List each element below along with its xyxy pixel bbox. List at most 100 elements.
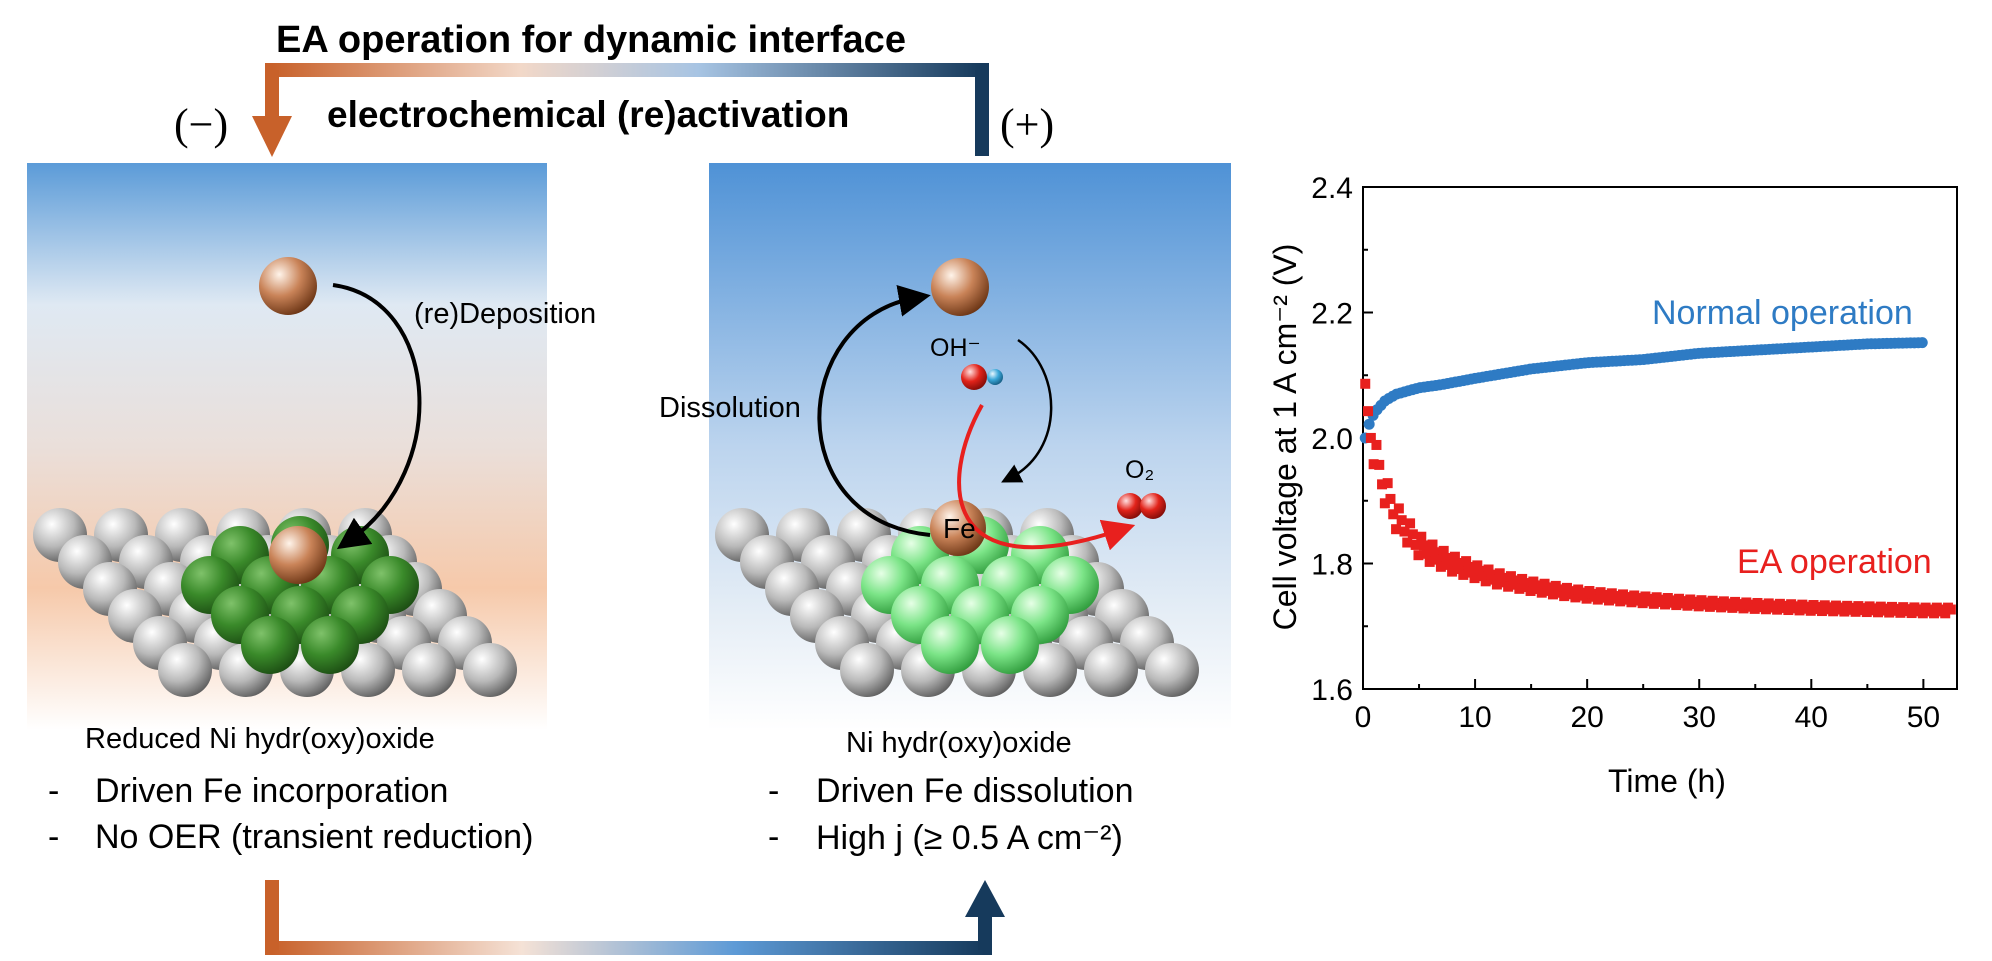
ea-operation-point (1441, 553, 1452, 564)
ni-sphere (840, 643, 894, 697)
ea-operation-point (1480, 576, 1491, 587)
left-bullet-1-text: Driven Fe incorporation (95, 772, 449, 810)
y-tick-label: 1.6 (1311, 674, 1353, 707)
bottom-arrow-left-stem (265, 880, 279, 950)
positive-polarity-label: (+) (1000, 100, 1055, 149)
x-tick-label: 50 (1907, 701, 1940, 734)
ea-operation-point (1377, 479, 1388, 490)
x-tick-label: 30 (1683, 701, 1716, 734)
ea-operation-point (1794, 605, 1805, 616)
ea-operation-point (1472, 560, 1483, 571)
ea-operation-point (1463, 561, 1474, 572)
ea-operation-point (1407, 529, 1418, 540)
x-tick-label: 40 (1795, 701, 1828, 734)
ea-operation-point (1435, 561, 1446, 572)
ea-operation-point (1749, 603, 1760, 614)
ni-sphere (158, 643, 212, 697)
ea-operation-point (1615, 596, 1626, 607)
o2-label: O₂ (1125, 456, 1155, 484)
y-tick-label: 2.4 (1311, 172, 1353, 205)
ea-operation-point (1671, 600, 1682, 611)
ea-operation-point (1452, 557, 1463, 568)
ni-sphere (463, 643, 517, 697)
ea-operation-point (1682, 600, 1693, 611)
ea-operation-point (1626, 597, 1637, 608)
ea-operation-point (1385, 493, 1396, 504)
ea-operation-point (1399, 526, 1410, 537)
oh-hydrogen-atom (987, 369, 1003, 385)
ni-sphere (1145, 643, 1199, 697)
ea-operation-point (1929, 608, 1940, 619)
ea-operation-point (1461, 556, 1472, 567)
ea-operation-point (1438, 545, 1449, 556)
right-bullet-1-text: Driven Fe dissolution (816, 772, 1134, 810)
ea-operation-point (1477, 571, 1488, 582)
right-material-label: Ni hydr(oxy)oxide (846, 727, 1072, 759)
ea-operation-point (1449, 551, 1460, 562)
ea-operation-point (1503, 581, 1514, 592)
ea-operation-point (1805, 605, 1816, 616)
ea-operation-point (1839, 606, 1850, 617)
bottom-arrow-right-stem (978, 915, 992, 950)
ea-operation-point (1570, 592, 1581, 603)
bottom-cycle-arrow (265, 880, 992, 955)
bottom-arrow-head-right (965, 880, 1005, 917)
y-tick-label: 2.2 (1311, 298, 1353, 331)
ea-operation-point (1391, 524, 1402, 535)
right-ni-cluster-oxidized (861, 516, 1099, 674)
ea-operation-point (1716, 602, 1727, 613)
ea-operation-point (1648, 598, 1659, 609)
ea-operation-point (1525, 585, 1536, 596)
chart-y-axis-label: Cell voltage at 1 A cm⁻² (V) (1267, 243, 1303, 631)
ea-operation-point (1419, 540, 1430, 551)
deposition-label: (re)Deposition (414, 298, 597, 330)
figure-title: EA operation for dynamic interface (276, 19, 906, 61)
left-bullet-2-dash: - (48, 818, 60, 856)
ea-operation-point (1469, 573, 1480, 584)
ea-operation-point (1475, 565, 1486, 576)
deposition-arrow (332, 283, 422, 550)
top-arrow-head-left (252, 116, 292, 157)
x-tick-label: 0 (1355, 701, 1372, 734)
top-arrow-left-stem (265, 70, 279, 118)
ea-operation-point (1547, 589, 1558, 600)
right-bullet-2-text: High j (≥ 0.5 A cm⁻²) (816, 819, 1123, 857)
green-ni-sphere (981, 616, 1039, 674)
ea-operation-point (1363, 406, 1374, 417)
ea-operation-point (1491, 579, 1502, 590)
ea-operation-point (1783, 605, 1794, 616)
ea-operation-point (1368, 459, 1379, 470)
ea-operation-point (1660, 599, 1671, 610)
legend-ea-operation: EA operation (1737, 543, 1932, 581)
ea-operation-point (1416, 531, 1427, 542)
ea-operation-point (1693, 601, 1704, 612)
ea-operation-point (1760, 604, 1771, 615)
right-fe-ion-solution (931, 258, 989, 316)
ea-operation-point (1861, 607, 1872, 618)
normal-operation-point (1916, 337, 1928, 349)
top-arrow-right-cap (975, 70, 989, 156)
ea-operation-point (1455, 564, 1466, 575)
green-ni-sphere (241, 616, 299, 674)
x-tick-label: 10 (1458, 701, 1491, 734)
ea-operation-point (1637, 598, 1648, 609)
oh-label: OH⁻ (930, 334, 981, 362)
ea-operation-point (1738, 603, 1749, 614)
ea-operation-point (1388, 509, 1399, 520)
ea-operation-point (1430, 547, 1441, 558)
ea-operation-point (1945, 604, 1956, 615)
left-bullet-1-dash: - (48, 772, 60, 810)
ea-operation-point (1828, 606, 1839, 617)
normal-operation-point (1363, 418, 1375, 430)
ea-operation-point (1727, 602, 1738, 613)
green-ni-sphere (921, 616, 979, 674)
y-tick-label: 2.0 (1311, 423, 1353, 456)
ea-operation-point (1559, 591, 1570, 602)
chart-x-axis-label: Time (h) (1608, 763, 1726, 799)
left-material-label: Reduced Ni hydr(oxy)oxide (85, 723, 435, 755)
ea-operation-point (1884, 607, 1895, 618)
ea-operation-point (1772, 604, 1783, 615)
oer-arrow (957, 404, 1136, 551)
